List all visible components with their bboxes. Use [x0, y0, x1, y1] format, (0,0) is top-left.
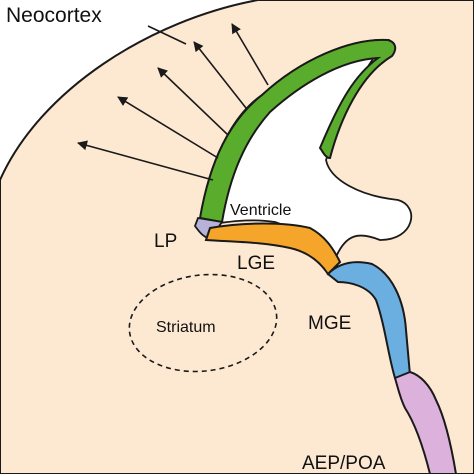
striatum-outline — [128, 273, 278, 373]
migration-arrow — [157, 67, 229, 136]
ventricle-label: Ventricle — [230, 202, 291, 219]
neocortex-leader-line — [147, 25, 187, 45]
neocortex-zone — [198, 38, 397, 224]
migration-arrow — [193, 41, 247, 109]
migration-arrows — [77, 23, 269, 181]
lp-label: LP — [154, 231, 177, 252]
lge-label: LGE — [237, 253, 275, 274]
mge-label: MGE — [308, 313, 351, 334]
neocortex-label: Neocortex — [6, 4, 102, 27]
migration-arrow — [231, 23, 269, 86]
aep-poa-zone — [393, 370, 458, 474]
aep-poa-label: AEP/POA — [302, 453, 386, 474]
migration-arrow — [117, 96, 219, 159]
migration-arrow — [77, 140, 214, 181]
striatum-label: Striatum — [156, 319, 216, 336]
